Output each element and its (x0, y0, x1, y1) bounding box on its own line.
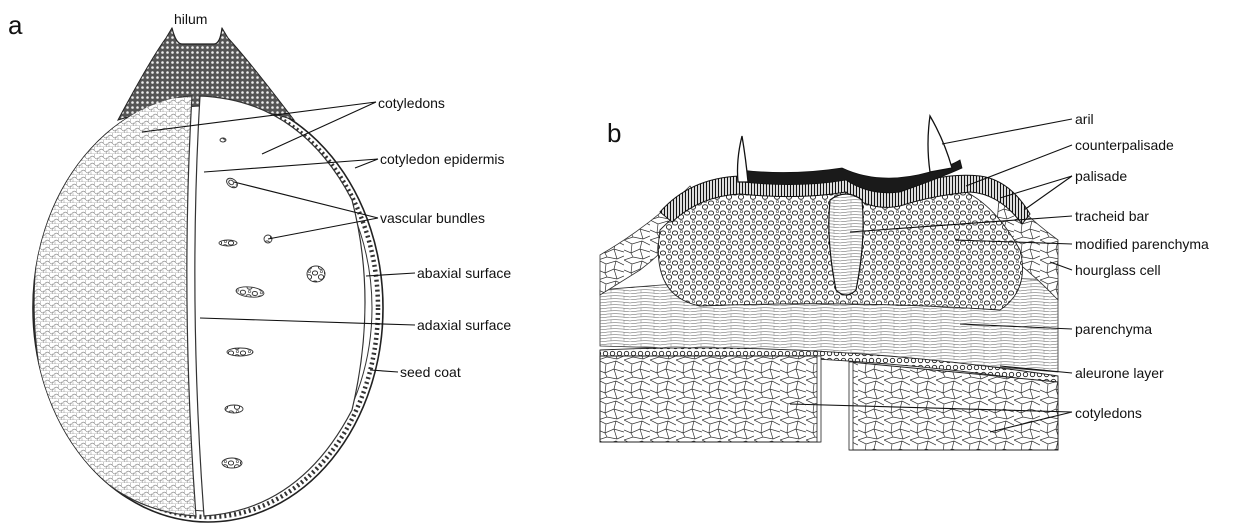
label-modified-parenchyma: modified parenchyma (1075, 236, 1209, 252)
left-cotyledon (34, 96, 196, 516)
vascular-bundle (227, 348, 253, 356)
label-counterpalisade: counterpalisade (1075, 137, 1174, 153)
label-hourglass-cell: hourglass cell (1075, 262, 1161, 278)
leader-aril (942, 119, 1072, 144)
tracheid-bar (829, 194, 863, 295)
cotyledon-epidermis-left (817, 356, 821, 442)
hilum-region-drawing (600, 116, 1058, 450)
label-tracheid-bar: tracheid bar (1075, 208, 1149, 224)
panel-b: b aril c (600, 111, 1209, 450)
vascular-bundle (222, 458, 242, 468)
label-palisade: palisade (1075, 168, 1127, 184)
vascular-bundle (225, 405, 243, 413)
vascular-bundle (220, 138, 226, 142)
label-aril: aril (1075, 111, 1094, 127)
leader-counterpalisade (966, 145, 1072, 186)
seed-cross-section-drawing (33, 28, 383, 522)
aril-left (738, 136, 749, 182)
label-vascular-bundles: vascular bundles (380, 210, 485, 226)
label-cotyledon-epidermis: cotyledon epidermis (380, 151, 505, 167)
label-adaxial-surface: adaxial surface (417, 317, 511, 333)
panel-b-letter: b (607, 118, 621, 148)
aril-right (928, 116, 952, 172)
panel-a: a (8, 10, 511, 522)
label-hilum: hilum (174, 11, 207, 27)
label-cotyledons-a: cotyledons (378, 95, 445, 111)
hilum-notch (172, 28, 222, 44)
label-abaxial-surface: abaxial surface (417, 265, 511, 281)
label-cotyledons-b: cotyledons (1075, 405, 1142, 421)
cotyledon-block-left (600, 356, 820, 442)
vascular-bundle (307, 266, 325, 282)
panel-a-letter: a (8, 10, 23, 40)
vascular-bundle (219, 240, 237, 246)
right-cotyledon (195, 96, 365, 516)
label-seed-coat: seed coat (400, 364, 461, 380)
label-aleurone-layer: aleurone layer (1075, 365, 1164, 381)
label-parenchyma: parenchyma (1075, 321, 1152, 337)
